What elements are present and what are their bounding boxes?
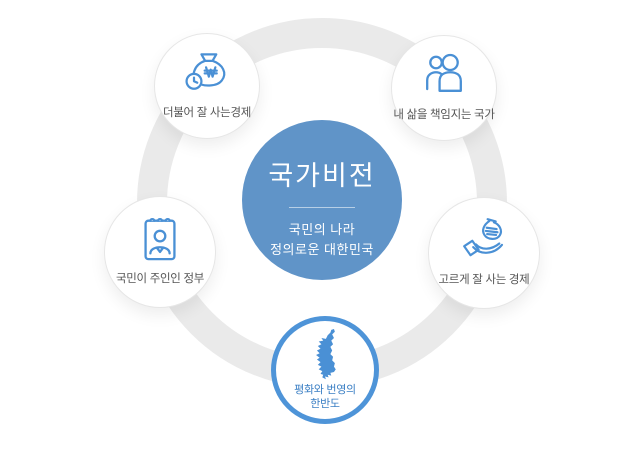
money-bag-clock-icon bbox=[181, 48, 233, 96]
vision-subtitle-line1: 국민의 나라 bbox=[288, 222, 356, 237]
vision-divider bbox=[289, 207, 355, 208]
satellite-fair-economy: 고르게 잘 사는 경제 bbox=[428, 197, 540, 309]
korea-peninsula-icon bbox=[308, 329, 342, 381]
vision-title: 국가비전 bbox=[268, 161, 376, 191]
satellite-label: 평화와 번영의 한반도 bbox=[294, 383, 356, 412]
vision-subtitle-line2: 정의로운 대한민국 bbox=[270, 242, 374, 258]
hand-money-jar-icon bbox=[457, 215, 511, 263]
satellite-label: 고르게 잘 사는 경제 bbox=[438, 274, 530, 286]
center-vision-circle: 국가비전 국민의 나라 정의로운 대한민국 bbox=[242, 120, 402, 280]
satellite-korean-peninsula: 평화와 번영의 한반도 bbox=[271, 316, 379, 424]
satellite-people-government: 국민이 주인인 정부 bbox=[104, 196, 216, 308]
id-badge-person-icon bbox=[138, 214, 182, 262]
bottom-label-line1: 평화와 번영의 bbox=[294, 384, 356, 396]
satellite-label: 내 삶을 책임지는 국가 bbox=[393, 109, 495, 121]
bottom-label-line2: 한반도 bbox=[310, 398, 340, 411]
satellite-responsible-state: 내 삶을 책임지는 국가 bbox=[391, 35, 497, 141]
vision-subtitle: 국민의 나라 정의로운 대한민국 bbox=[270, 220, 374, 260]
satellite-label: 더불어 잘 사는경제 bbox=[162, 107, 252, 119]
people-icon bbox=[419, 50, 469, 98]
satellite-label: 국민이 주인인 정부 bbox=[115, 273, 205, 285]
satellite-shared-economy: 더불어 잘 사는경제 bbox=[154, 33, 260, 139]
